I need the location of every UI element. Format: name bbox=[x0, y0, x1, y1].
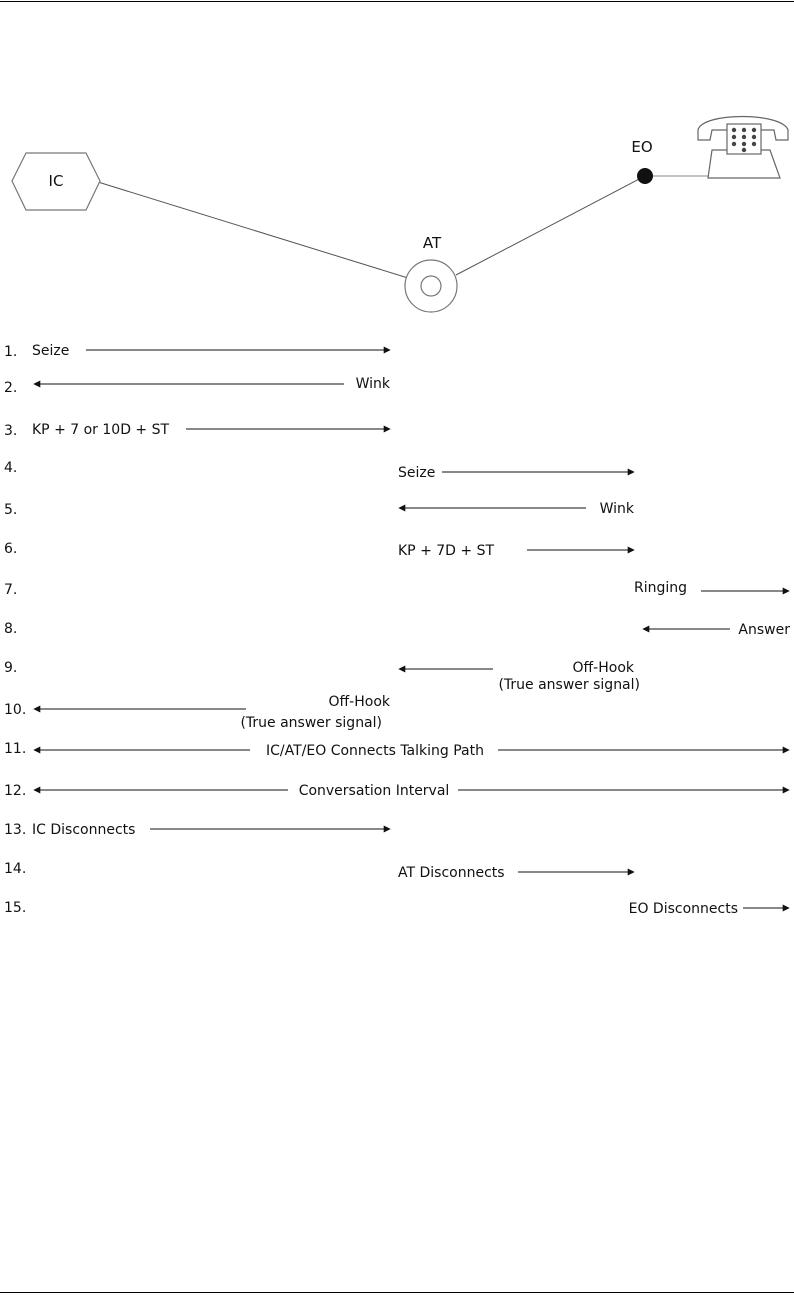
step-label: IC/AT/EO Connects Talking Path bbox=[266, 743, 484, 759]
ic-at-link bbox=[97, 181, 409, 279]
step-label: Conversation Interval bbox=[299, 783, 450, 799]
step-number: 1. bbox=[4, 344, 17, 360]
step-5: Wink bbox=[398, 501, 635, 517]
step-label: Seize bbox=[32, 343, 69, 359]
step-label: Answer bbox=[738, 622, 790, 638]
network-topology: IC AT EO bbox=[11, 116, 789, 313]
step-number: 11. bbox=[4, 741, 26, 757]
eo-node: EO bbox=[631, 138, 653, 184]
at-node-label: AT bbox=[423, 234, 442, 252]
step-10: Off-Hook (True answer signal) bbox=[33, 694, 391, 731]
step-number: 3. bbox=[4, 423, 17, 439]
step-sublabel: (True answer signal) bbox=[240, 715, 382, 731]
step-number: 10. bbox=[4, 702, 26, 718]
step-number: 8. bbox=[4, 621, 17, 637]
step-number: 4. bbox=[4, 460, 17, 476]
step-label: Ringing bbox=[634, 580, 687, 596]
at-node: AT bbox=[404, 234, 458, 313]
step-sublabel: (True answer signal) bbox=[498, 677, 640, 693]
bottom-rule bbox=[0, 1292, 794, 1293]
step-label: KP + 7 or 10D + ST bbox=[32, 422, 169, 438]
step-numbers: 1. 2. 3. 4. 5. 6. 7. 8. 9. 10. 11. 12. 1… bbox=[4, 344, 26, 916]
step-1: Seize bbox=[32, 343, 391, 359]
step-label: Off-Hook bbox=[329, 694, 391, 710]
step-label: Wink bbox=[600, 501, 635, 517]
step-14: AT Disconnects bbox=[398, 865, 635, 881]
step-7: Ringing bbox=[634, 580, 790, 596]
step-label: Wink bbox=[356, 376, 391, 392]
step-label: Off-Hook bbox=[573, 660, 635, 676]
step-label: Seize bbox=[398, 465, 435, 481]
step-8: Answer bbox=[642, 622, 790, 638]
step-6: KP + 7D + ST bbox=[398, 543, 635, 559]
step-15: EO Disconnects bbox=[629, 901, 790, 917]
step-label: EO Disconnects bbox=[629, 901, 738, 917]
step-number: 12. bbox=[4, 783, 26, 799]
eo-node-label: EO bbox=[631, 138, 652, 156]
step-number: 7. bbox=[4, 582, 17, 598]
step-number: 13. bbox=[4, 822, 26, 838]
step-number: 6. bbox=[4, 541, 17, 557]
step-label: KP + 7D + ST bbox=[398, 543, 494, 559]
step-2: Wink bbox=[33, 376, 391, 392]
ic-node: IC bbox=[11, 152, 101, 211]
step-3: KP + 7 or 10D + ST bbox=[32, 422, 391, 438]
ic-node-label: IC bbox=[49, 172, 64, 190]
step-13: IC Disconnects bbox=[32, 822, 391, 838]
top-rule bbox=[0, 1, 794, 2]
step-label: AT Disconnects bbox=[398, 865, 505, 881]
step-12: Conversation Interval bbox=[33, 783, 790, 799]
telephone-icon bbox=[697, 116, 789, 179]
step-number: 14. bbox=[4, 861, 26, 877]
step-label: IC Disconnects bbox=[32, 822, 135, 838]
at-eo-link bbox=[455, 175, 646, 276]
step-11: IC/AT/EO Connects Talking Path bbox=[33, 743, 790, 759]
step-4: Seize bbox=[398, 465, 635, 481]
step-number: 2. bbox=[4, 380, 17, 396]
step-number: 5. bbox=[4, 502, 17, 518]
step-number: 9. bbox=[4, 660, 17, 676]
step-number: 15. bbox=[4, 900, 26, 916]
step-9: Off-Hook (True answer signal) bbox=[398, 660, 640, 693]
